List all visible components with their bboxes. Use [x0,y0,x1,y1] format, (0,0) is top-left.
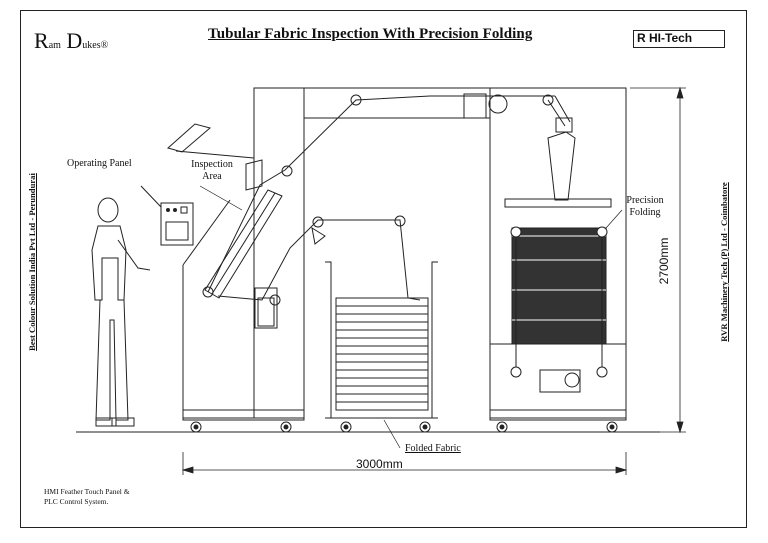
caster-wheels [190,421,618,433]
operator-figure [91,197,151,427]
side-label-right: RVR Machinery Tech (P) Ltd - Coimbatore [719,182,729,342]
ramdukes-logo: Ram Dukes® [34,28,109,53]
operating-panel-box [140,185,194,246]
drawing-title: Tubular Fabric Inspection With Precision… [208,26,533,42]
leader-lines [199,185,623,449]
folded-fabric-bin [325,261,438,419]
light-hood [166,123,263,191]
folding-machine-frame [463,87,627,421]
side-label-left: Best Colour Solution India Pvt Ltd - Per… [27,173,37,351]
inspection-machine-frame [182,87,490,421]
dimension-lines [181,86,686,475]
label-inspection-area: Inspection Area [191,159,233,182]
label-folded-fabric: Folded Fabric [405,443,461,454]
footer-note: HMI Feather Touch Panel & PLC Control Sy… [44,487,130,506]
label-precision-folding: Precision Folding [626,195,664,218]
inspection-board [204,189,283,299]
fabric-path [202,94,470,306]
dimension-height: 2700mm [657,237,671,285]
drawing-border [20,10,747,528]
label-operating-panel: Operating Panel [67,158,132,169]
dimension-width: 3000mm [356,457,403,471]
hitech-logo: R HI-Tech [633,30,725,48]
drive-motor-left [254,287,278,329]
